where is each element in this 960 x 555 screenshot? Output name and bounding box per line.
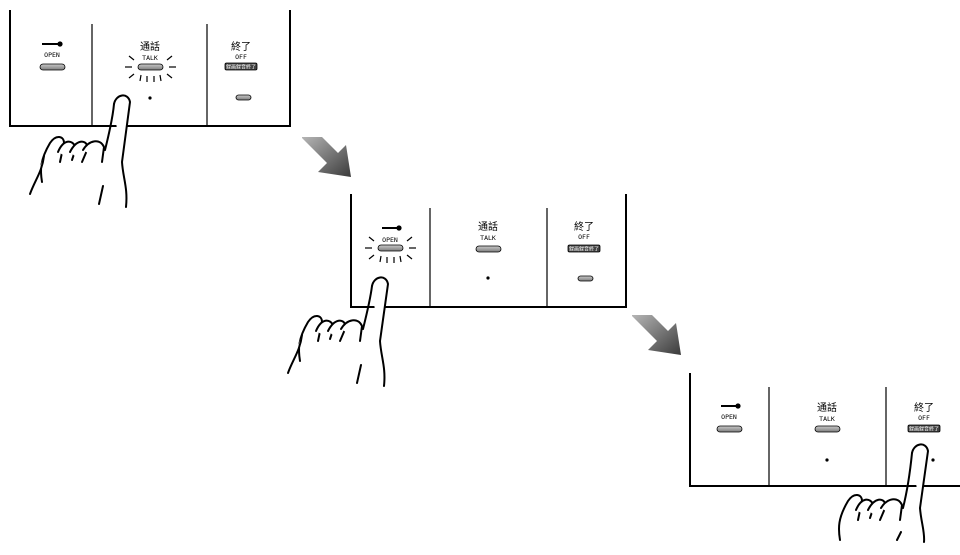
off-button[interactable]: 終了 OFF 録画録音終了 xyxy=(567,220,601,282)
talk-label-en: TALK xyxy=(142,54,158,62)
open-label: OPEN xyxy=(721,413,737,421)
hand-pointer-icon xyxy=(29,94,131,208)
talk-indicator-dot xyxy=(486,276,490,280)
off-label-jp: 終了 xyxy=(914,401,934,414)
off-badge: 録画録音終了 xyxy=(909,426,939,433)
key-icon xyxy=(721,403,741,409)
off-label-en: OFF xyxy=(235,53,247,61)
talk-indicator-dot xyxy=(148,96,152,100)
hand-pointer-icon xyxy=(838,443,929,543)
open-button[interactable]: OPEN xyxy=(365,225,416,263)
open-label: OPEN xyxy=(382,236,398,244)
off-button[interactable]: 終了 OFF 録画録音終了 xyxy=(907,401,941,462)
off-label-jp: 終了 xyxy=(231,40,251,53)
off-indicator xyxy=(577,275,594,282)
talk-button[interactable]: 通話 TALK xyxy=(814,401,841,462)
off-label-en: OFF xyxy=(578,233,590,241)
talk-indicator-dot xyxy=(825,458,829,462)
flash-icon xyxy=(365,236,416,263)
off-badge: 録画録音終了 xyxy=(569,246,599,253)
open-button[interactable]: OPEN xyxy=(39,41,66,71)
off-button[interactable]: 終了 OFF 録画録音終了 xyxy=(224,40,258,101)
panel-step-3: OPEN 通話 TALK 終了 OFF 録画録音終了 xyxy=(689,373,960,543)
off-label-en: OFF xyxy=(918,414,930,422)
talk-label-jp: 通話 xyxy=(140,40,160,53)
talk-label-en: TALK xyxy=(480,234,496,242)
key-icon xyxy=(382,225,402,231)
flash-icon xyxy=(125,55,176,82)
panel-step-1: OPEN 通話 TALK 終了 OFF xyxy=(9,10,291,208)
panel-step-2: OPEN 通話 TALK 終了 OFF xyxy=(287,194,627,387)
talk-label-jp: 通話 xyxy=(817,401,837,414)
talk-button[interactable]: 通話 TALK xyxy=(475,220,502,280)
off-indicator xyxy=(235,94,252,101)
arrow-down-right-icon xyxy=(632,315,681,355)
open-label: OPEN xyxy=(44,51,60,59)
off-badge: 録画録音終了 xyxy=(226,64,256,71)
talk-label-en: TALK xyxy=(819,415,835,423)
talk-button[interactable]: 通話 TALK xyxy=(125,40,176,100)
key-icon xyxy=(42,41,63,47)
open-button[interactable]: OPEN xyxy=(716,403,743,433)
talk-label-jp: 通話 xyxy=(478,220,498,233)
off-indicator-dot xyxy=(931,458,935,462)
arrow-down-right-icon xyxy=(302,137,351,177)
hand-pointer-icon xyxy=(287,276,389,387)
off-label-jp: 終了 xyxy=(574,220,594,233)
